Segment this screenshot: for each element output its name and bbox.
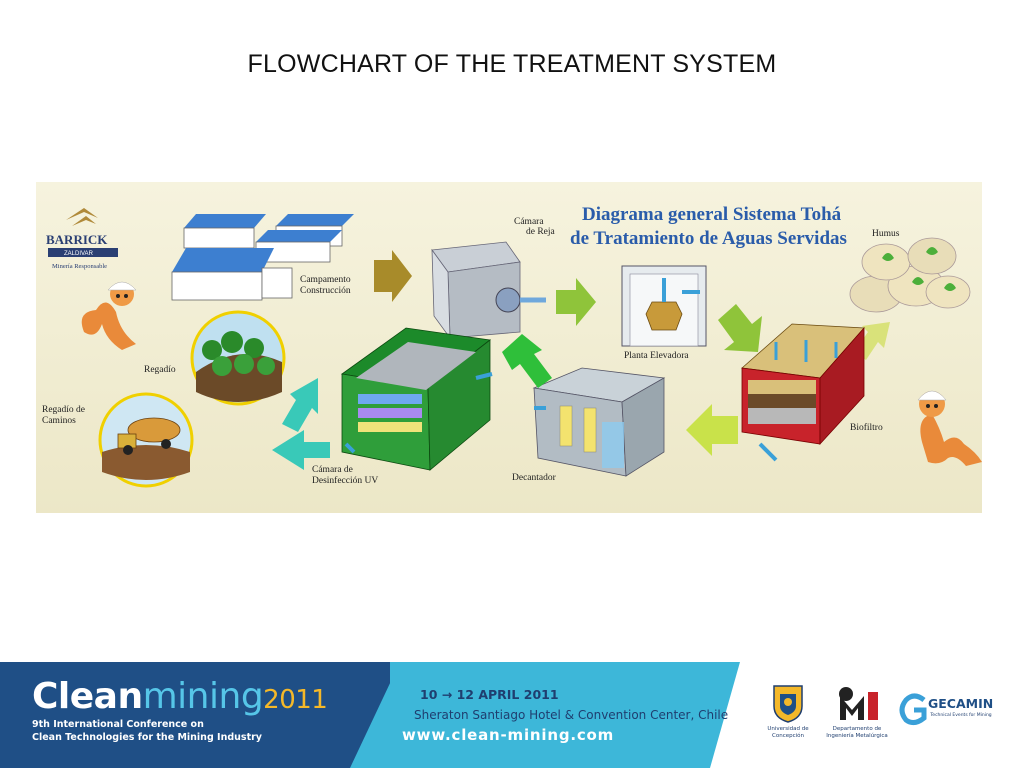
- conference-url[interactable]: www.clean-mining.com: [402, 726, 615, 744]
- conference-footer: Cleanmining2011 9th International Confer…: [0, 662, 1024, 768]
- flow-arrow-3: [718, 304, 762, 352]
- svg-text:de Tratamiento de Aguas Servid: de Tratamiento de Aguas Servidas: [570, 228, 847, 249]
- uv-disinfection-chamber: [340, 327, 493, 471]
- svg-text:Regadío de: Regadío de: [42, 405, 85, 415]
- svg-text:Biofiltro: Biofiltro: [850, 422, 883, 433]
- svg-text:Planta Elevadora: Planta Elevadora: [624, 351, 689, 361]
- gecamin-caption: Technical Events for Mining: [930, 713, 992, 718]
- slide-title: FLOWCHART OF THE TREATMENT SYSTEM: [247, 50, 777, 78]
- flow-arrow-2: [556, 278, 596, 326]
- barrick-logo: BARRICK ZALDIVAR Minería Responsable: [46, 208, 118, 270]
- svg-text:Desinfección UV: Desinfección UV: [312, 475, 378, 486]
- svg-text:Campamento: Campamento: [300, 275, 351, 285]
- lift-station: [621, 265, 707, 347]
- flow-arrow-1: [374, 250, 412, 302]
- flow-arrow-7: [272, 430, 330, 470]
- svg-text:Cámara de: Cámara de: [312, 465, 353, 475]
- camp-buildings: [171, 214, 354, 301]
- footer-left-panel: [0, 662, 400, 768]
- svg-text:Regadío: Regadío: [144, 365, 176, 375]
- dimet-logo-icon: [839, 687, 878, 720]
- flow-arrow-5: [502, 334, 552, 388]
- treatment-diagram: BARRICK ZALDIVAR Minería Responsable Cam…: [36, 182, 982, 513]
- svg-text:BARRICK: BARRICK: [46, 232, 108, 247]
- screen-chamber: [431, 241, 546, 340]
- worm-mascot-right: [917, 390, 982, 466]
- svg-text:Caminos: Caminos: [42, 416, 76, 426]
- udec-caption: Universidad de Concepción: [767, 726, 809, 739]
- gecamin-g-icon: [899, 693, 927, 726]
- flow-arrow-4: [686, 404, 738, 456]
- conference-dates: 10 → 12 APRIL 2011: [420, 687, 559, 702]
- worm-mascot-left: [81, 281, 137, 350]
- biofilter-tank: [741, 323, 865, 462]
- svg-text:Decantador: Decantador: [512, 473, 557, 483]
- svg-text:ZALDIVAR: ZALDIVAR: [64, 251, 94, 257]
- humus-bags: [849, 237, 971, 313]
- svg-text:Diagrama general Sistema Tohá: Diagrama general Sistema Tohá: [582, 204, 842, 225]
- udec-shield-icon: [773, 685, 803, 723]
- conference-name: 9th International Conference on Clean Te…: [32, 719, 262, 743]
- svg-text:Minería Responsable: Minería Responsable: [52, 263, 107, 270]
- svg-text:Construcción: Construcción: [300, 286, 351, 296]
- road-watering-truck: [98, 392, 194, 488]
- cleanmining-logo: Cleanmining2011: [32, 676, 328, 717]
- irrigation-field: [190, 310, 286, 406]
- svg-text:Cámara: Cámara: [514, 217, 544, 227]
- flow-arrow-6: [282, 378, 318, 432]
- gecamin-wordmark: GECAMIN: [928, 696, 994, 711]
- dimet-caption: Departamento de Ingeniería Metalúrgica: [826, 726, 888, 739]
- settling-tank: [532, 367, 666, 477]
- svg-text:de Reja: de Reja: [526, 227, 556, 237]
- svg-text:Humus: Humus: [872, 229, 900, 239]
- conference-venue: Sheraton Santiago Hotel & Convention Cen…: [414, 708, 729, 722]
